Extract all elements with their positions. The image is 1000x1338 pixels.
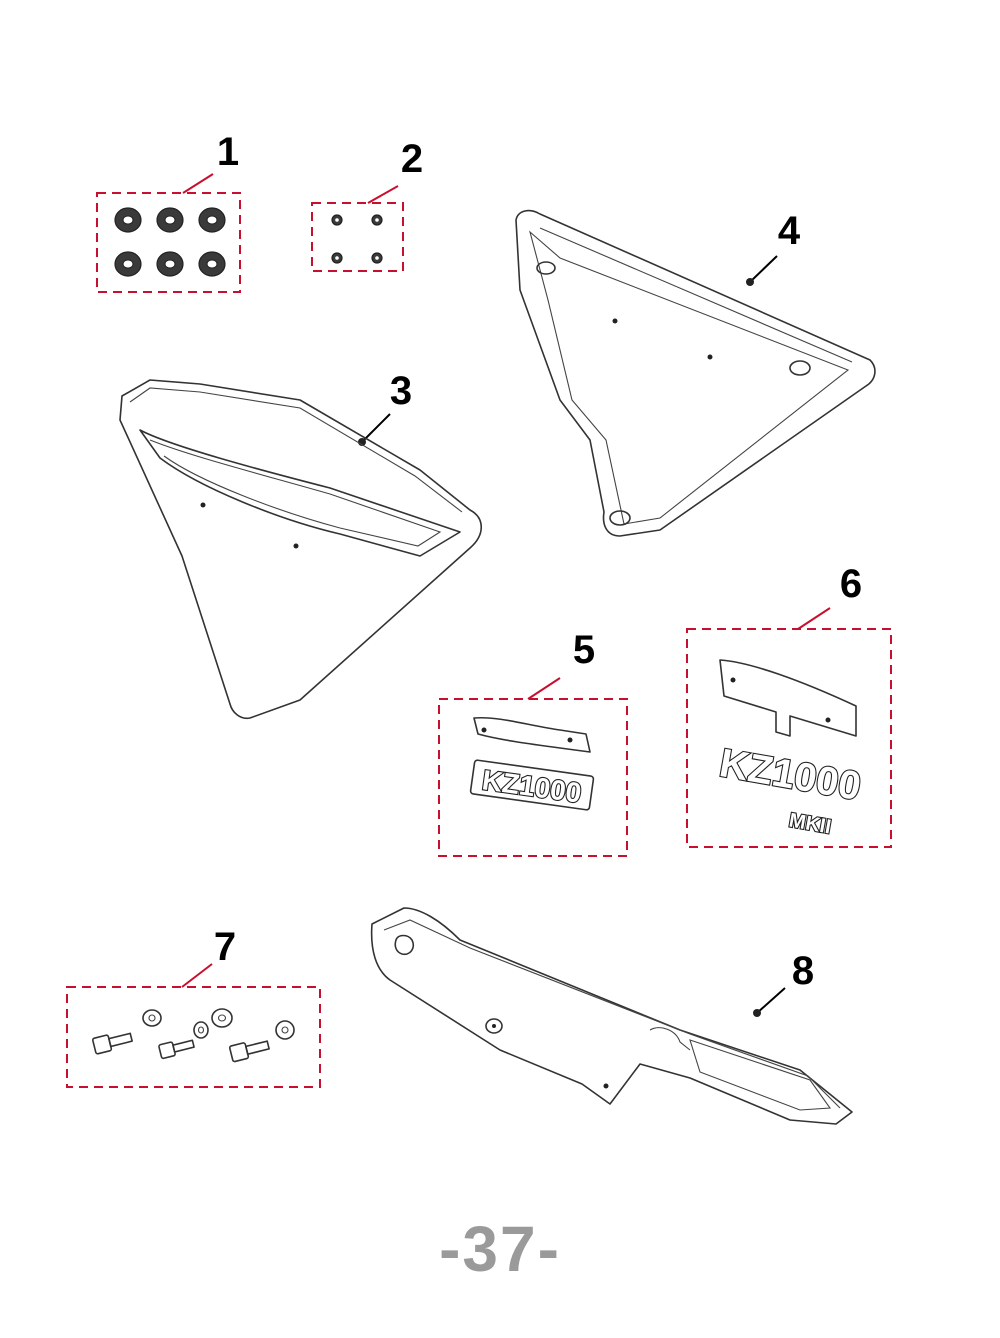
clip-set: [331, 214, 383, 264]
callout-3: 3: [390, 369, 412, 413]
emblem-kz1000-mkii: KZ1000 MKII: [715, 740, 865, 840]
callout-1: 1: [217, 130, 239, 174]
side-cover-inner: [515, 209, 876, 537]
part-4-side-cover-inner-group: 4: [515, 209, 876, 537]
part-7-box: [66, 986, 321, 1088]
part-8-chain-guard-group: 8: [370, 907, 853, 1125]
callout-4: 4: [778, 209, 801, 253]
part-4-leader: [749, 255, 778, 283]
part-7-hardware-group: 7: [66, 925, 321, 1088]
hardware-set: [91, 1008, 295, 1063]
part-2-clips-group: 2: [311, 137, 423, 272]
grommet-set: [114, 207, 226, 277]
part-6-box: [686, 628, 892, 848]
part-8-leader: [756, 987, 786, 1014]
part-5-emblem-group: 5 KZ1000: [438, 628, 628, 857]
emblem-mkii-backing-plate: [719, 659, 857, 737]
callout-8: 8: [792, 949, 814, 993]
part-5-leader: [527, 677, 561, 700]
side-cover-outer: [119, 379, 483, 720]
part-1-grommets-group: 1: [96, 130, 241, 293]
callout-6: 6: [840, 562, 862, 606]
emblem-kz1000-text: KZ1000: [480, 764, 583, 809]
chain-guard: [370, 907, 853, 1125]
part-5-box: [438, 698, 628, 857]
emblem-backing-plate: [473, 716, 591, 753]
callout-7: 7: [214, 925, 236, 969]
page-number: -37-: [439, 1213, 561, 1285]
part-4-leader-dot: [746, 278, 754, 286]
emblem-kz1000: KZ1000: [469, 759, 595, 811]
part-8-leader-dot: [753, 1009, 761, 1017]
callout-5: 5: [573, 628, 595, 672]
part-1-leader: [182, 173, 214, 194]
callout-2: 2: [401, 137, 423, 181]
part-2-box: [311, 202, 404, 272]
emblem-mkii-text: MKII: [787, 810, 832, 839]
part-6-leader: [797, 607, 831, 630]
part-3-leader: [361, 413, 391, 443]
emblem-kz1000-mkii-text: KZ1000: [716, 741, 864, 809]
part-2-leader: [367, 185, 399, 204]
part-7-leader: [181, 963, 213, 988]
part-3-side-cover-group: 3: [119, 369, 483, 720]
part-6-emblem-group: 6 KZ1000 MKII: [686, 562, 892, 848]
